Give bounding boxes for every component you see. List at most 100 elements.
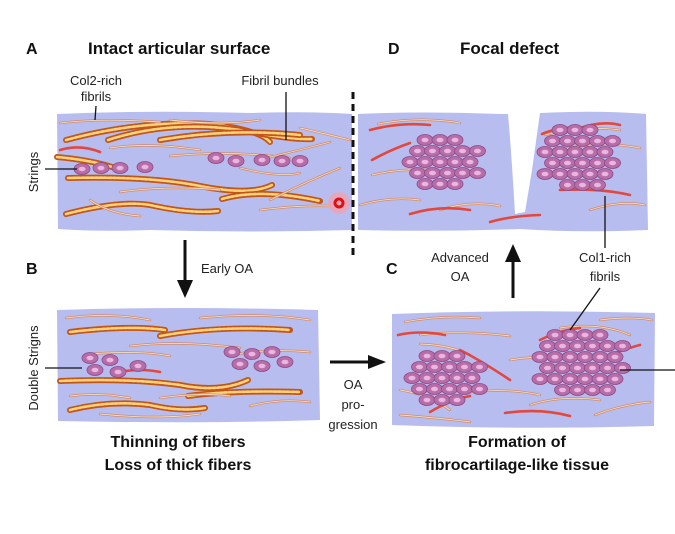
- cell-nucleus: [453, 375, 461, 381]
- cell-nucleus: [436, 181, 444, 187]
- cell-nucleus: [228, 349, 236, 355]
- thin-fiber: [589, 202, 646, 211]
- cell-nucleus: [586, 171, 594, 177]
- cell-nucleus: [106, 357, 114, 363]
- cells: [73, 124, 631, 406]
- cell-nucleus: [604, 387, 611, 393]
- thick-fiber-bundle: [220, 192, 322, 203]
- cell-nucleus: [594, 138, 601, 144]
- cell-nucleus: [541, 171, 549, 177]
- thin-fiber: [129, 342, 241, 349]
- cell-nucleus: [444, 148, 451, 154]
- thin-fiber: [559, 325, 631, 336]
- thick-fiber-bundle: [68, 402, 207, 412]
- cell-nucleus: [549, 138, 556, 144]
- cell-nucleus: [596, 376, 604, 382]
- cell-nucleus: [423, 397, 431, 403]
- cell-nucleus: [536, 354, 544, 360]
- cell-nucleus: [91, 367, 99, 373]
- cell-nucleus: [619, 343, 626, 349]
- cell-nucleus: [421, 159, 429, 165]
- thin-fiber: [109, 144, 201, 151]
- caption-c-line1: Formation of: [468, 434, 566, 451]
- cell-nucleus: [604, 365, 611, 371]
- cell-nucleus: [601, 149, 609, 155]
- cell-nucleus: [429, 170, 436, 176]
- thin-fiber: [65, 314, 151, 321]
- cell-nucleus: [571, 149, 579, 155]
- col1-fiber: [408, 206, 472, 216]
- cell-nucleus: [268, 349, 276, 355]
- label-advanced-1: Advanced: [431, 250, 489, 265]
- cell-nucleus: [611, 354, 619, 360]
- thin-fiber: [377, 119, 461, 125]
- cell-nucleus: [281, 359, 289, 365]
- cell-nucleus: [559, 365, 566, 371]
- cell-nucleus: [278, 158, 286, 164]
- panel-letter-c: C: [386, 261, 398, 278]
- focal-lesion-marker-core: [333, 197, 345, 209]
- cell-nucleus: [451, 159, 459, 165]
- thick-fiber-bundle: [68, 326, 167, 334]
- cell-nucleus: [408, 375, 416, 381]
- panel-letter-a: A: [26, 41, 38, 58]
- cell-nucleus: [589, 387, 596, 393]
- cell-nucleus: [556, 171, 564, 177]
- thin-fiber: [399, 414, 471, 423]
- cell-nucleus: [559, 387, 566, 393]
- cell-nucleus: [571, 127, 579, 133]
- thin-fiber: [419, 332, 511, 337]
- thin-fiber: [599, 317, 653, 321]
- thin-fiber: [59, 119, 161, 124]
- thin-fiber: [89, 199, 141, 217]
- cell-nucleus: [461, 364, 468, 370]
- thin-fiber: [269, 167, 341, 201]
- label-double-strings: Double Strigns: [26, 325, 41, 411]
- cell-nucleus: [476, 364, 483, 370]
- thick-fiber-bundle: [64, 202, 220, 216]
- label-early-oa: Early OA: [201, 261, 253, 276]
- cell-nucleus: [611, 376, 619, 382]
- cell-nucleus: [594, 160, 601, 166]
- cell-nucleus: [453, 353, 461, 359]
- cell-nucleus: [574, 365, 581, 371]
- arrow-advanced-oa-head: [505, 244, 521, 262]
- cell-nucleus: [589, 343, 596, 349]
- cell-nucleus: [609, 160, 616, 166]
- cell-nucleus: [551, 332, 559, 338]
- cell-nucleus: [596, 332, 604, 338]
- cell-nucleus: [536, 376, 544, 382]
- col1-fiber: [503, 409, 572, 418]
- cell-nucleus: [579, 182, 586, 188]
- label-col2-line2: fibrils: [81, 89, 112, 104]
- panel-letter-b: B: [26, 261, 38, 278]
- thin-fiber: [249, 400, 311, 407]
- cell-nucleus: [571, 171, 579, 177]
- cell-nucleus: [579, 160, 586, 166]
- cell-nucleus: [414, 170, 421, 176]
- cell-nucleus: [551, 376, 559, 382]
- thin-fiber: [169, 119, 261, 124]
- cell-nucleus: [564, 182, 571, 188]
- thin-fiber: [299, 127, 351, 141]
- thick-fiber-bundle: [66, 176, 274, 193]
- cell-nucleus: [559, 343, 566, 349]
- panel-a-title: Intact articular surface: [88, 39, 270, 58]
- cell-nucleus: [78, 166, 86, 172]
- cell-nucleus: [459, 170, 466, 176]
- cell-nucleus: [423, 375, 431, 381]
- label-progression-2: pro-: [341, 397, 364, 412]
- label-progression-1: OA: [344, 377, 363, 392]
- cell-nucleus: [579, 138, 586, 144]
- cell-nucleus: [438, 397, 446, 403]
- focal-lesion-marker: [328, 192, 350, 214]
- cell-nucleus: [596, 354, 604, 360]
- cell-nucleus: [551, 354, 559, 360]
- cell-nucleus: [601, 171, 609, 177]
- label-fibril-bundles: Fibril bundles: [241, 73, 319, 88]
- cell-nucleus: [544, 365, 551, 371]
- thick-fiber-bundle: [158, 131, 302, 142]
- thick-fiber-bundle: [158, 327, 292, 338]
- caption-c-line2: fibrocartilage-like tissue: [425, 457, 609, 474]
